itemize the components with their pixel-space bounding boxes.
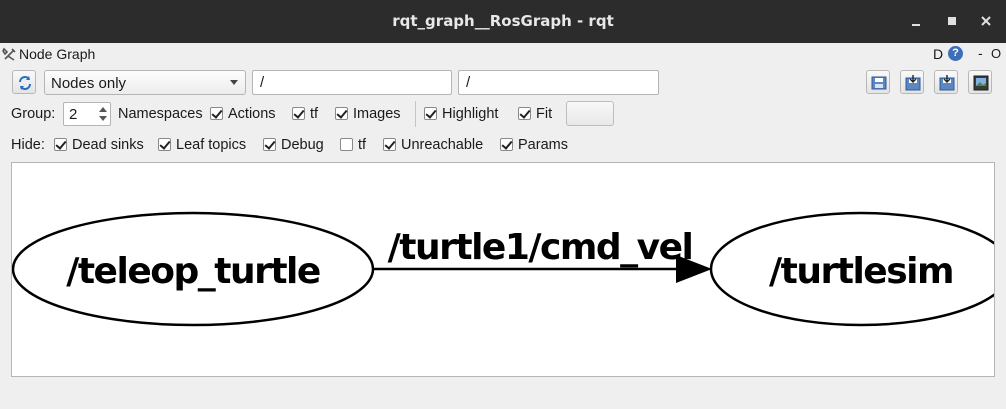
arrowhead-icon: [676, 255, 712, 283]
tf-label: tf: [310, 106, 319, 122]
hide-label: Hide:: [11, 137, 45, 153]
save-image-icon: [973, 75, 989, 91]
load-icon: [871, 76, 887, 90]
help-button[interactable]: ?: [948, 46, 963, 61]
graph-node-label: /teleop_turtle: [66, 251, 320, 292]
topic-filter-input[interactable]: /: [458, 70, 659, 95]
tf-checkbox[interactable]: [292, 107, 305, 120]
params-checkbox[interactable]: [500, 138, 513, 151]
dock-button[interactable]: D: [933, 46, 944, 62]
graph-edge-label: /turtle1/cmd_vel: [388, 227, 693, 268]
spin-up-icon[interactable]: [99, 107, 107, 112]
leaf-topics-label: Leaf topics: [176, 137, 247, 153]
save-image-button[interactable]: [968, 70, 992, 94]
save-dot-button[interactable]: [900, 70, 924, 94]
title-bar: rqt_graph__RosGraph - rqt: [0, 0, 1006, 43]
window-title: rqt_graph__RosGraph - rqt: [392, 12, 614, 30]
plugin-title-bar: Node Graph D ? - O: [0, 43, 1006, 65]
debug-label: Debug: [281, 137, 324, 153]
debug-checkbox[interactable]: [263, 138, 276, 151]
hide-tf-checkbox[interactable]: [340, 138, 353, 151]
dead-sinks-label: Dead sinks: [72, 137, 144, 153]
maximize-button[interactable]: [941, 10, 963, 32]
view-mode-value: Nodes only: [51, 75, 127, 92]
images-label: Images: [353, 106, 401, 122]
images-checkbox[interactable]: [335, 107, 348, 120]
group-spinbox[interactable]: 2: [63, 102, 111, 126]
chevron-down-icon: [230, 80, 238, 85]
close-button[interactable]: [975, 10, 997, 32]
minimize-icon: [912, 24, 920, 26]
options-separator: [415, 101, 416, 127]
maximize-icon: [948, 17, 956, 25]
params-label: Params: [518, 137, 568, 153]
dead-sinks-checkbox[interactable]: [54, 138, 67, 151]
fit-checkbox[interactable]: [518, 107, 531, 120]
highlight-label: Highlight: [442, 106, 499, 122]
graph-node-label: /turtlesim: [769, 251, 953, 292]
save-svg-icon: [939, 75, 955, 91]
close-icon: [981, 16, 991, 26]
actions-checkbox[interactable]: [210, 107, 223, 120]
unreachable-label: Unreachable: [401, 137, 484, 153]
highlight-checkbox[interactable]: [424, 107, 437, 120]
graph-view: /teleop_turtle /turtlesim /turtle1/cmd_v…: [11, 211, 1006, 327]
node-filter-input[interactable]: /: [252, 70, 452, 95]
group-label: Group:: [11, 106, 56, 122]
graph-canvas[interactable]: /teleop_turtle /turtlesim /turtle1/cmd_v…: [11, 162, 1006, 377]
tools-icon: [2, 46, 18, 65]
minimize-button[interactable]: [905, 10, 927, 32]
refresh-icon: [19, 76, 31, 90]
minimize-plugin-button[interactable]: -: [978, 45, 983, 61]
namespaces-label: Namespaces: [118, 106, 203, 122]
hide-tf-label: tf: [358, 137, 367, 153]
actions-label: Actions: [228, 106, 276, 122]
save-dot-icon: [905, 75, 921, 91]
plugin-name: Node Graph: [19, 46, 96, 62]
view-mode-select[interactable]: Nodes only: [44, 70, 246, 95]
fit-label: Fit: [536, 106, 553, 122]
unreachable-checkbox[interactable]: [383, 138, 396, 151]
fit-in-view-button[interactable]: [566, 101, 614, 126]
spin-down-icon[interactable]: [99, 116, 107, 121]
refresh-button[interactable]: [12, 70, 36, 94]
graph-node[interactable]: [11, 211, 375, 327]
close-plugin-button[interactable]: O: [991, 46, 1002, 61]
load-button[interactable]: [866, 70, 890, 94]
group-value: 2: [69, 106, 78, 123]
save-svg-button[interactable]: [934, 70, 958, 94]
leaf-topics-checkbox[interactable]: [158, 138, 171, 151]
